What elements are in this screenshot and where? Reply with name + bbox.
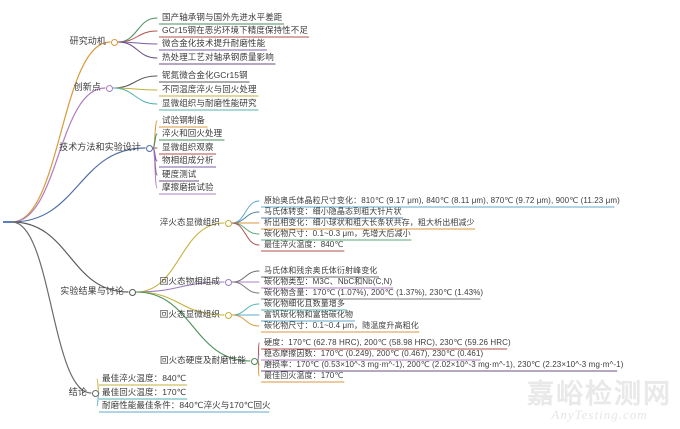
leaf-label: 磨损率：170℃ (0.53×10^-3 mg·m^-1), 200℃ (2.0…: [264, 360, 624, 369]
leaf-label: 最佳淬火温度：840℃: [102, 373, 187, 383]
leaf-label-wrap[interactable]: 最佳淬火温度：840℃: [262, 239, 345, 251]
branch-label-conclusion-wrap[interactable]: 结论: [0, 387, 89, 399]
leaf-label: 最佳回火温度：170℃: [264, 371, 344, 380]
branch-label-innovation-points-wrap[interactable]: 创新点: [0, 82, 103, 94]
branch-label-temper-microstructure-wrap[interactable]: 回火态显微组织: [0, 309, 222, 321]
branch-label-temper-hardness-wear-wrap[interactable]: 回火态硬度及耐磨性能: [0, 355, 248, 367]
leaf-label-wrap[interactable]: 摩擦磨损试验: [160, 182, 216, 194]
leaf-label-wrap[interactable]: 最佳回火温度：170℃: [100, 387, 188, 399]
node-bullet: [224, 219, 232, 227]
branch-label-results-discussion-wrap[interactable]: 实验结果与讨论: [0, 286, 126, 298]
leaf-label-wrap[interactable]: 最佳回火温度：170℃: [262, 370, 345, 382]
leaf-label-wrap[interactable]: 物相组成分析: [160, 155, 216, 167]
leaf-label: 国产轴承钢与国外先进水平差距: [162, 12, 283, 22]
branch-label-research-motivation-wrap[interactable]: 研究动机: [0, 36, 108, 48]
branch-label-temper-phase: 回火态物相组成: [159, 276, 220, 286]
leaf-label-wrap[interactable]: 试验钢制备: [160, 115, 207, 127]
watermark: 嘉峪检测网 AnyTesting.com: [527, 372, 672, 423]
branch-label-research-motivation: 研究动机: [69, 36, 106, 46]
leaf-label-wrap[interactable]: 碳化物细化且数量增多: [262, 298, 347, 310]
leaf-label-wrap[interactable]: 富钒碳化物和富铬碳化物: [262, 309, 355, 321]
leaf-label: 试验钢制备: [162, 115, 206, 125]
leaf-label-wrap[interactable]: GCr15钢在恶劣环境下精度保持性不足: [160, 25, 310, 37]
branch-label-temper-hardness-wear: 回火态硬度及耐磨性能: [159, 355, 246, 365]
leaf-label: 显微组织观察: [162, 142, 214, 152]
branch-label-innovation-points: 创新点: [73, 82, 101, 92]
node-bullet: [145, 144, 153, 152]
leaf-label: 碳化物尺寸：0.1~0.3 μm，先增大后减小: [264, 229, 411, 238]
leaf-label: 碳化物含量：170℃ (1.07%), 200℃ (1.37%), 230℃ (…: [264, 288, 484, 297]
node-bullet: [110, 38, 118, 46]
leaf-label: 显微组织与耐磨性能研究: [162, 98, 257, 108]
leaf-label: 铌氮微合金化GCr15钢: [162, 70, 248, 80]
leaf-label: GCr15钢在恶劣环境下精度保持性不足: [162, 25, 308, 35]
leaf-label: 原始奥氏体晶粒尺寸变化：810℃ (9.17 μm), 840℃ (8.11 μ…: [264, 196, 620, 205]
leaf-label-wrap[interactable]: 磨损率：170℃ (0.53×10^-3 mg·m^-1), 200℃ (2.0…: [262, 359, 625, 371]
leaf-label-wrap[interactable]: 热处理工艺对轴承钢质量影响: [160, 52, 276, 64]
leaf-label-wrap[interactable]: 微合金化技术提升耐磨性能: [160, 38, 267, 50]
leaf-label: 摩擦磨损试验: [162, 182, 214, 192]
leaf-label: 物相组成分析: [162, 155, 214, 165]
branch-label-conclusion: 结论: [68, 387, 87, 397]
leaf-label-wrap[interactable]: 稳态摩擦因数：170℃ (0.249), 200℃ (0.467), 230℃ …: [262, 348, 485, 360]
leaf-label-wrap[interactable]: 原始奥氏体晶粒尺寸变化：810℃ (9.17 μm), 840℃ (8.11 μ…: [262, 195, 622, 207]
leaf-label-wrap[interactable]: 碳化物类型：M3C、NbC和Nb(C,N): [262, 276, 394, 288]
leaf-label-wrap[interactable]: 显微组织观察: [160, 142, 216, 154]
leaf-label-wrap[interactable]: 碳化物尺寸：0.1~0.3 μm，先增大后减小: [262, 228, 413, 240]
node-bullet: [128, 288, 136, 296]
leaf-label-wrap[interactable]: 硬度：170℃ (62.78 HRC), 200℃ (58.98 HRC), 2…: [262, 337, 513, 349]
leaf-label: 富钒碳化物和富铬碳化物: [264, 310, 354, 319]
branch-label-results-discussion: 实验结果与讨论: [60, 286, 124, 296]
leaf-label-wrap[interactable]: 耐磨性能最佳条件：840℃淬火与170℃回火: [100, 400, 273, 412]
watermark-english: AnyTesting.com: [551, 407, 648, 422]
root-node-marker: [3, 221, 12, 223]
leaf-label: 耐磨性能最佳条件：840℃淬火与170℃回火: [102, 400, 271, 410]
leaf-label-wrap[interactable]: 碳化物含量：170℃ (1.07%), 200℃ (1.37%), 230℃ (…: [262, 287, 485, 299]
leaf-label: 最佳回火温度：170℃: [102, 387, 187, 397]
leaf-label: 碳化物细化且数量增多: [264, 299, 345, 308]
leaf-label-wrap[interactable]: 析出相变化：细小球状和粗大长条状共存，粗大析出相减少: [262, 217, 477, 229]
leaf-label: 马氏体转变：细小隐晶态到粗大针片状: [264, 207, 402, 216]
branch-label-quench-microstructure-wrap[interactable]: 淬火态显微组织: [0, 217, 222, 229]
leaf-label-wrap[interactable]: 最佳淬火温度：840℃: [100, 373, 188, 385]
leaf-label: 微合金化技术提升耐磨性能: [162, 38, 266, 48]
leaf-label-wrap[interactable]: 碳化物尺寸：0.1~0.4 μm，随温度升高粗化: [262, 320, 421, 332]
leaf-label: 热处理工艺对轴承钢质量影响: [162, 52, 274, 62]
leaf-label-wrap[interactable]: 马氏体转变：细小隐晶态到粗大针片状: [262, 206, 404, 218]
leaf-label: 碳化物尺寸：0.1~0.4 μm，随温度升高粗化: [264, 321, 419, 330]
node-bullet: [224, 311, 232, 319]
leaf-label: 稳态摩擦因数：170℃ (0.249), 200℃ (0.467), 230℃ …: [264, 349, 484, 358]
node-bullet: [91, 389, 99, 397]
leaf-label: 淬火和回火处理: [162, 128, 223, 138]
branch-label-temper-phase-wrap[interactable]: 回火态物相组成: [0, 276, 222, 288]
leaf-label-wrap[interactable]: 马氏体和残余奥氏体衍射峰变化: [262, 265, 379, 277]
leaf-label: 不同温度淬火与回火处理: [162, 84, 257, 94]
leaf-label: 马氏体和残余奥氏体衍射峰变化: [264, 266, 378, 275]
branch-label-methods-design: 技术方法和实验设计: [59, 142, 141, 152]
leaf-label-wrap[interactable]: 显微组织与耐磨性能研究: [160, 98, 259, 110]
node-bullet: [105, 84, 113, 92]
leaf-label: 碳化物类型：M3C、NbC和Nb(C,N): [264, 277, 393, 286]
leaf-label-wrap[interactable]: 国产轴承钢与国外先进水平差距: [160, 12, 284, 24]
leaf-label-wrap[interactable]: 硬度测试: [160, 169, 198, 181]
branch-label-quench-microstructure: 淬火态显微组织: [159, 217, 220, 227]
branch-label-methods-design-wrap[interactable]: 技术方法和实验设计: [0, 142, 143, 154]
leaf-label: 最佳淬火温度：840℃: [264, 240, 344, 249]
leaf-label-wrap[interactable]: 淬火和回火处理: [160, 128, 224, 140]
leaf-label-wrap[interactable]: 铌氮微合金化GCr15钢: [160, 70, 250, 82]
watermark-chinese: 嘉峪检测网: [527, 379, 672, 410]
branch-label-temper-microstructure: 回火态显微组织: [159, 309, 220, 319]
leaf-label: 硬度测试: [162, 169, 197, 179]
node-bullet: [224, 278, 232, 286]
node-bullet: [250, 357, 258, 365]
leaf-label-wrap[interactable]: 不同温度淬火与回火处理: [160, 84, 259, 96]
leaf-label: 析出相变化：细小球状和粗大长条状共存，粗大析出相减少: [264, 218, 475, 227]
leaf-label: 硬度：170℃ (62.78 HRC), 200℃ (58.98 HRC), 2…: [264, 338, 511, 347]
